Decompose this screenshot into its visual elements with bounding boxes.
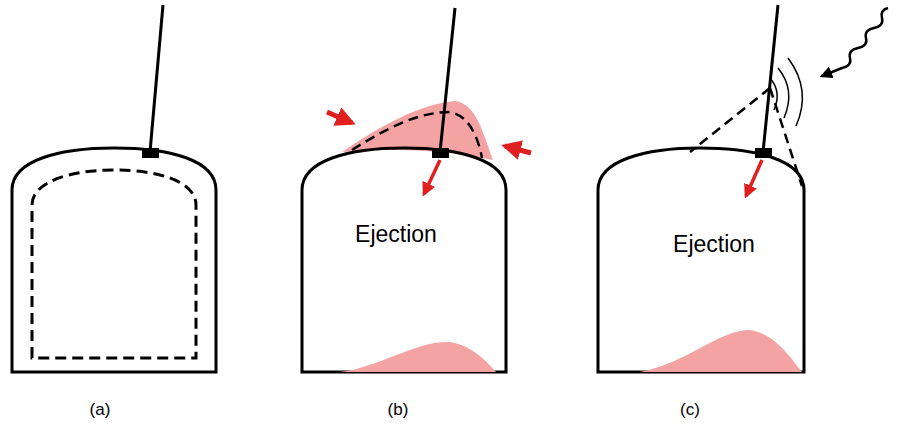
panel-label: (a) (90, 400, 111, 420)
action-label: Ejection (673, 231, 755, 258)
wave (778, 68, 789, 118)
panel-a (12, 5, 216, 372)
force-arrow (505, 146, 531, 153)
container (598, 148, 804, 372)
ejection-arrow (424, 160, 440, 194)
wave (770, 78, 777, 110)
action-label: Ejection (355, 221, 437, 248)
fiber (440, 8, 455, 152)
laser-wave (822, 8, 888, 76)
tip (432, 148, 449, 158)
tip (755, 148, 772, 158)
container (302, 148, 506, 372)
container (12, 148, 216, 372)
fiber (763, 5, 778, 152)
ejected-material (640, 330, 802, 372)
panel-c (598, 5, 888, 372)
ejected-material (340, 342, 496, 372)
panel-label: (c) (680, 400, 700, 420)
dashed-surface (352, 112, 482, 158)
tip (142, 148, 159, 158)
force-arrow (327, 112, 352, 123)
ejection-arrow (746, 160, 762, 196)
dashed-cone (690, 88, 770, 152)
dashed-droplet (32, 170, 196, 358)
dashed-cone (770, 88, 802, 186)
panel-label: (b) (388, 400, 409, 420)
fiber (150, 5, 163, 152)
wave (788, 58, 802, 126)
panel-b (302, 8, 531, 372)
